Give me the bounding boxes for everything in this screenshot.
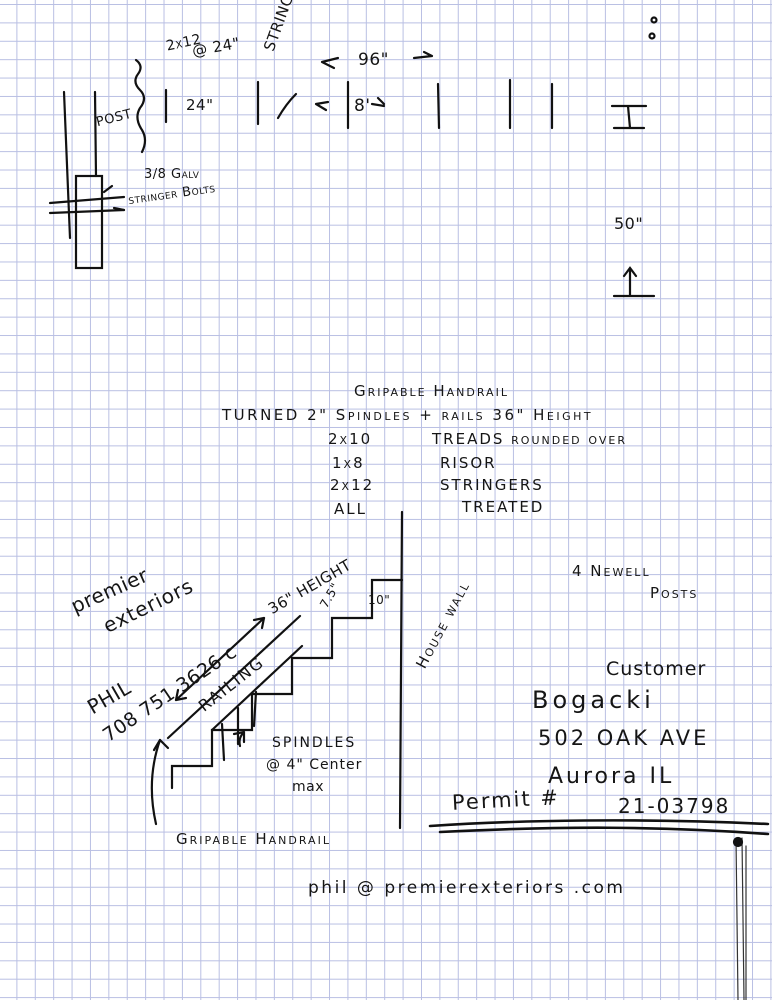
spindle-center-label: @ 4" Center — [266, 757, 363, 773]
spindles-label: SPINDLES — [272, 735, 357, 751]
galv-label: 3/8 Galv — [144, 167, 200, 182]
post-bolt-sketch — [48, 90, 126, 270]
specs-desc-2: RISOR — [440, 454, 497, 472]
specs-title: Gripable Handrail — [354, 382, 509, 400]
stringer-layout-sketch — [134, 16, 658, 298]
specs-size-1: 2x10 — [328, 430, 373, 448]
specs-size-4: ALL — [334, 500, 367, 518]
permit-label: Permit # — [451, 785, 561, 815]
newell-line-2: Posts — [650, 584, 699, 602]
specs-size-2: 1x8 — [332, 454, 365, 472]
specs-line-1: TURNED 2" Spindles + rails 36" Height — [222, 406, 594, 424]
specs-desc-3: STRINGERS — [440, 476, 544, 494]
height-50-label: 50" — [614, 214, 644, 233]
email-address: phil @ premierexteriors .com — [308, 878, 626, 898]
span-8ft-label: 8' — [354, 96, 371, 116]
customer-heading: Customer — [606, 658, 707, 680]
newell-line-1: 4 Newell — [572, 562, 651, 580]
specs-desc-4: TREATED — [462, 498, 545, 516]
spindle-max-label: max — [292, 779, 325, 795]
gap-24-label: 24" — [186, 96, 214, 114]
staircase-sketch — [150, 510, 404, 830]
customer-address: 502 OAK AVE — [538, 726, 710, 750]
permit-number: 21-03798 — [618, 794, 731, 818]
span-96-label: 96" — [358, 50, 389, 70]
scan-edge-lines — [735, 837, 747, 1000]
tread-label: 10" — [368, 593, 391, 607]
customer-city: Aurora IL — [548, 764, 675, 789]
customer-name: Bogacki — [532, 686, 655, 714]
specs-desc-1: TREADS rounded over — [432, 430, 627, 448]
specs-size-3: 2x12 — [330, 476, 375, 494]
bottom-handrail-label: Gripable Handrail — [176, 830, 331, 848]
permit-underline — [428, 819, 770, 836]
